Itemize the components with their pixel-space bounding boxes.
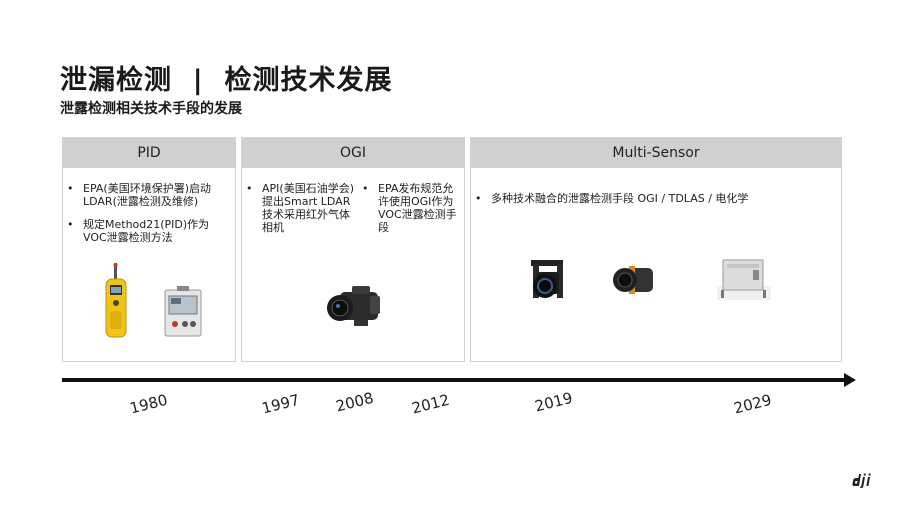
timeline-year: 2008 xyxy=(334,388,376,416)
card-ogi: OGI API(美国石油学会)提出Smart LDAR技术采用红外气体相机 EP… xyxy=(241,137,465,362)
timeline-year: 1997 xyxy=(260,390,302,418)
timeline-year: 2019 xyxy=(533,388,575,416)
card-multi-sensor-title: Multi-Sensor xyxy=(471,138,841,168)
dji-logo-icon xyxy=(852,473,871,488)
list-item: EPA发布规范允许使用OGI作为VOC泄露检测手段 xyxy=(358,182,464,234)
timeline-year: 1980 xyxy=(128,390,170,418)
timeline-axis xyxy=(62,378,846,382)
card-pid-title: PID xyxy=(63,138,235,168)
card-ogi-bullets-2: EPA发布规范允许使用OGI作为VOC泄露检测手段 xyxy=(358,182,464,244)
card-multi-sensor-bullets: 多种技术融合的泄露检测手段 OGI / TDLAS / 电化学 xyxy=(471,192,831,215)
list-item: EPA(美国环境保护署)启动LDAR(泄露检测及维修) xyxy=(63,182,231,208)
card-multi-sensor: Multi-Sensor 多种技术融合的泄露检测手段 OGI / TDLAS /… xyxy=(470,137,842,362)
list-item: 规定Method21(PID)作为VOC泄露检测方法 xyxy=(63,218,231,244)
card-ogi-title: OGI xyxy=(242,138,464,168)
timeline-year: 2029 xyxy=(732,390,774,418)
sensor-enclosure-icon xyxy=(717,259,771,300)
page-title: 泄漏检测 | 检测技术发展 xyxy=(60,65,393,96)
thermal-camera-icon xyxy=(613,266,653,294)
gimbal-camera-icon xyxy=(531,260,563,298)
card-pid-bullets: EPA(美国环境保护署)启动LDAR(泄露检测及维修) 规定Method21(P… xyxy=(63,182,231,254)
list-item: API(美国石油学会)提出Smart LDAR技术采用红外气体相机 xyxy=(242,182,354,234)
handheld-pid-detector-icon xyxy=(105,263,127,338)
infrared-gas-camera-icon xyxy=(327,286,380,326)
card-pid: PID EPA(美国环境保护署)启动LDAR(泄露检测及维修) 规定Method… xyxy=(62,137,236,362)
list-item: 多种技术融合的泄露检测手段 OGI / TDLAS / 电化学 xyxy=(471,192,831,205)
timeline-year: 2012 xyxy=(410,390,452,418)
portable-analyzer-icon xyxy=(164,286,202,337)
page-subtitle: 泄露检测相关技术手段的发展 xyxy=(60,101,242,117)
card-ogi-bullets: API(美国石油学会)提出Smart LDAR技术采用红外气体相机 xyxy=(242,182,354,244)
timeline-arrowhead xyxy=(844,373,856,387)
